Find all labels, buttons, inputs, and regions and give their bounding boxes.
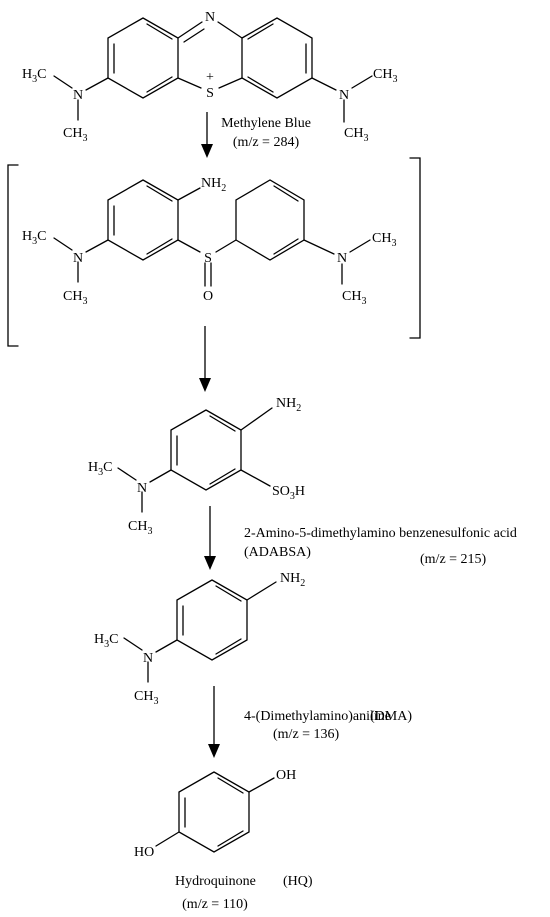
amine-nitrogen-label: N <box>73 251 83 266</box>
methyl-label: CH3 <box>344 126 368 144</box>
sulfur-label: S <box>204 251 212 266</box>
compound-name: Hydroquinone <box>175 874 256 889</box>
methylene-blue-structure: N S + N H3C CH3 N CH3 CH3 <box>22 10 397 144</box>
dma-structure: NH2 N H3C CH3 <box>94 571 305 707</box>
mass-to-charge: (m/z = 284) <box>233 135 300 150</box>
methyl-label: H3C <box>94 632 118 650</box>
methyl-label: CH3 <box>63 289 87 307</box>
intermediate-structure: NH2 S O N H3C CH3 N CH3 CH3 <box>22 176 396 307</box>
ring-sulfur-label: S <box>206 86 214 101</box>
reaction-arrow <box>199 326 211 392</box>
mass-to-charge: (m/z = 110) <box>182 897 248 912</box>
amino-label: NH2 <box>280 571 305 589</box>
compound-abbreviation: (HQ) <box>283 874 313 889</box>
amino-label: NH2 <box>201 176 226 194</box>
amine-nitrogen-label: N <box>73 88 83 103</box>
hydroxyl-label: OH <box>276 768 296 783</box>
methyl-label: H3C <box>22 67 46 85</box>
brackets <box>7 157 421 347</box>
amine-nitrogen-label: N <box>339 88 349 103</box>
methyl-label: CH3 <box>63 126 87 144</box>
ring-nitrogen-label: N <box>205 10 215 25</box>
sulfonic-acid-label: SO3H <box>272 484 305 502</box>
hydroxyl-label: HO <box>134 845 154 860</box>
methyl-label: CH3 <box>134 689 158 707</box>
hydroquinone-structure: OH HO <box>134 768 296 860</box>
reaction-arrow <box>201 112 213 158</box>
amino-label: NH2 <box>276 396 301 414</box>
positive-charge-label: + <box>206 70 214 85</box>
amine-nitrogen-label: N <box>337 251 347 266</box>
reaction-arrow <box>208 686 220 758</box>
methyl-label: H3C <box>22 229 46 247</box>
compound-abbreviation: (DMA) <box>370 709 412 724</box>
methyl-label: CH3 <box>128 519 152 537</box>
compound-name: Methylene Blue <box>221 116 311 131</box>
methyl-label: CH3 <box>372 231 396 249</box>
adabsa-structure: NH2 SO3H N H3C CH3 <box>88 396 305 537</box>
amine-nitrogen-label: N <box>137 481 147 496</box>
oxygen-label: O <box>203 289 213 304</box>
mass-to-charge: (m/z = 136) <box>273 727 340 742</box>
methyl-label: CH3 <box>342 289 366 307</box>
compound-name: 4-(Dimethylamino)aniline <box>244 709 391 724</box>
mass-to-charge: (m/z = 215) <box>420 552 487 567</box>
reaction-arrow <box>204 506 216 570</box>
amine-nitrogen-label: N <box>143 651 153 666</box>
compound-abbreviation: (ADABSA) <box>244 545 311 560</box>
compound-name: 2-Amino-5-dimethylamino benzenesulfonic … <box>244 526 517 541</box>
methyl-label: CH3 <box>373 67 397 85</box>
methyl-label: H3C <box>88 460 112 478</box>
